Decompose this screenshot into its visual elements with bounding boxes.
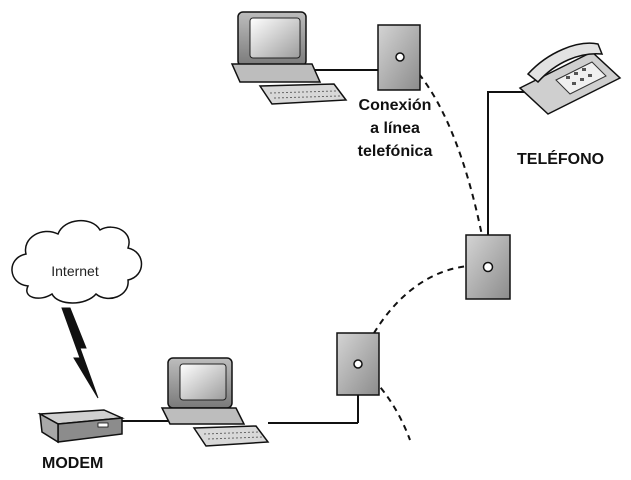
telephone-key	[572, 82, 576, 85]
middle-jack-port	[482, 261, 494, 273]
bottom-computer-screen	[179, 363, 227, 401]
telephone-key	[566, 76, 570, 79]
telephone-keys	[566, 68, 592, 85]
modem-light	[97, 422, 109, 428]
top-computer-keyboard	[258, 83, 348, 105]
bottom-keyboard-keys	[203, 431, 259, 435]
top-computer-base	[230, 63, 322, 83]
middle-wall-jack	[465, 234, 511, 300]
top-keyboard-keys	[269, 90, 337, 94]
phone-label: TELÉFONO	[517, 149, 604, 168]
connection-label-line1: Conexión	[359, 97, 432, 114]
top-computer-screen	[249, 17, 301, 59]
modem: MODEM	[37, 409, 125, 472]
bottom-wall-jack	[336, 332, 380, 396]
phone-line-top-curve	[403, 57, 489, 269]
connection-label-line2: a línea	[370, 120, 420, 137]
top-jack-port	[395, 52, 405, 62]
telephone	[518, 42, 622, 115]
bottom-computer	[160, 357, 270, 447]
computer-icon	[230, 11, 348, 105]
bottom-computer-keyboard	[192, 425, 270, 447]
modem-label: MODEM	[42, 455, 103, 472]
bottom-keyboard-keys-2	[207, 436, 263, 440]
lightning-bolt-icon	[61, 307, 99, 399]
bottom-jack-port	[353, 359, 363, 369]
modem-side	[39, 412, 59, 444]
computer-icon	[160, 357, 270, 447]
telephone-key	[574, 72, 578, 75]
phone-line-bottom-curve	[357, 363, 411, 441]
telephone-icon	[518, 42, 622, 115]
cable-phone-to-jack	[487, 91, 532, 268]
modem-icon	[37, 409, 125, 444]
top-wall-jack	[377, 24, 421, 91]
internet-label: Internet	[51, 263, 99, 279]
telephone-key	[580, 78, 584, 81]
bottom-computer-base	[160, 407, 246, 425]
top-keyboard-keys-2	[273, 95, 341, 99]
internet-cloud: Internet	[11, 220, 143, 304]
connection-label-line3: telefónica	[358, 143, 433, 160]
top-computer	[230, 11, 348, 105]
telephone-key	[588, 74, 592, 77]
cloud-icon	[11, 220, 143, 304]
telephone-handset	[526, 42, 604, 84]
telephone-key	[582, 68, 586, 71]
